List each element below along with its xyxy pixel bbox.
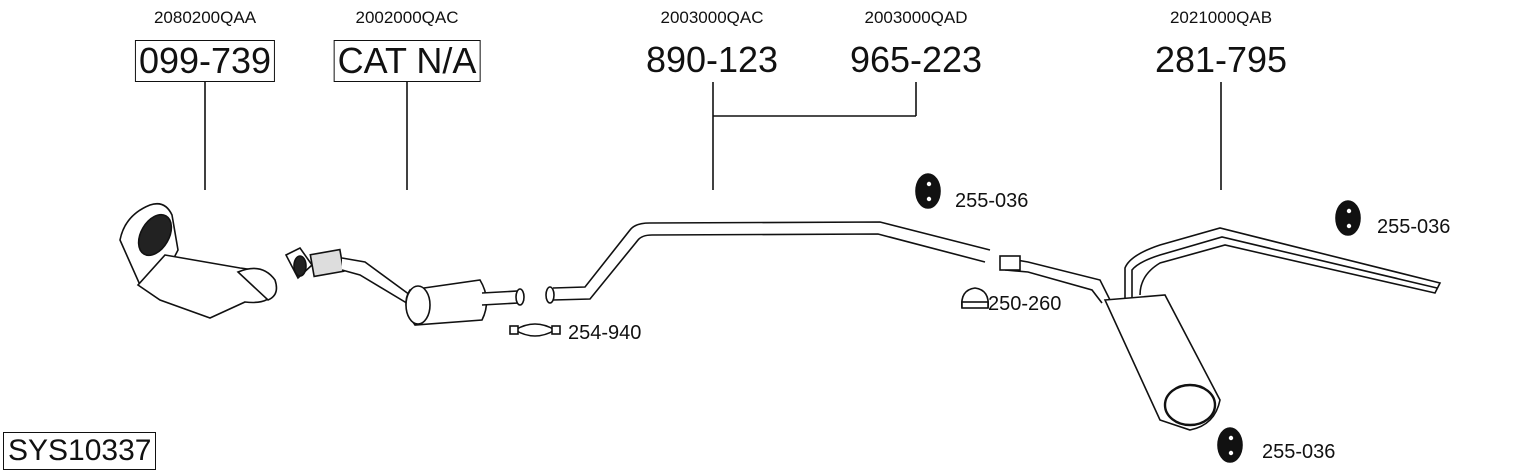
part-number-rear-silencer[interactable]: 281-795 [1154, 39, 1288, 80]
part-number-middle-pipe-alt[interactable]: 965-223 [849, 39, 983, 80]
leader-lines [204, 82, 1222, 190]
rear-silencer-drawing[interactable] [999, 227, 1442, 431]
oe-code-rear-silencer: 2021000QAB [1169, 8, 1273, 27]
front-pipe-drawing[interactable] [284, 246, 525, 326]
rubber-hanger-icon [915, 173, 1361, 463]
part-number-catalyst[interactable]: 099-739 [134, 40, 276, 82]
oe-code-front-pipe: 2002000QAC [355, 8, 459, 27]
oe-code-middle-pipe-alt: 2003000QAD [864, 8, 968, 27]
catalyst-drawing[interactable] [119, 202, 278, 319]
oe-code-catalyst: 2080200QAA [153, 8, 257, 27]
flange-clamp-icon [509, 323, 561, 337]
flange-clamp-label[interactable]: 254-940 [568, 322, 642, 344]
middle-pipe-drawing[interactable] [545, 221, 991, 304]
hanger-label-2[interactable]: 255-036 [1377, 216, 1451, 238]
hanger-label-1[interactable]: 255-036 [955, 190, 1029, 212]
part-number-middle-pipe[interactable]: 890-123 [645, 39, 779, 80]
oe-code-middle-pipe: 2003000QAC [660, 8, 764, 27]
u-clamp-label[interactable]: 250-260 [988, 293, 1062, 315]
part-number-front-pipe[interactable]: CAT N/A [333, 40, 481, 82]
system-id: SYS10337 [3, 432, 157, 470]
hanger-label-3[interactable]: 255-036 [1262, 441, 1336, 463]
u-clamp-icon [960, 287, 990, 309]
